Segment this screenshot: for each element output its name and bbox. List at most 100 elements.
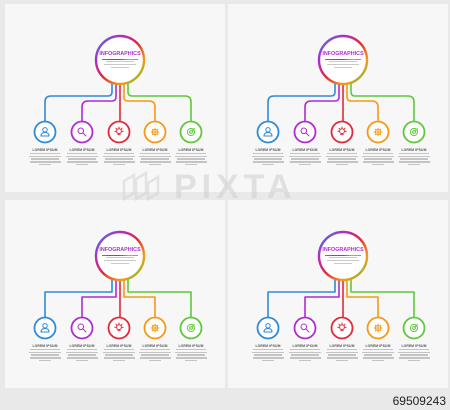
connector-line: [44, 83, 113, 123]
item-title: LOREM IPSUM: [178, 343, 204, 348]
center-color-bar: [102, 254, 138, 257]
item-text-line: [289, 357, 321, 359]
item-title: LOREM IPSUM: [292, 343, 318, 348]
item-text-line: [30, 152, 60, 155]
item-text-line: [185, 164, 197, 166]
item-text-line: [104, 152, 134, 155]
item-text-line: [139, 161, 171, 163]
connector-line: [123, 279, 156, 319]
item-title: LOREM IPSUM: [142, 343, 168, 348]
connector-line: [304, 279, 340, 319]
connector-line: [44, 279, 113, 319]
item-text-line: [408, 360, 420, 362]
center-text-line: [329, 257, 357, 259]
item-text-line: [399, 348, 429, 351]
item-text-line: [326, 357, 358, 359]
connector-line: [81, 279, 117, 319]
item-text-line: [326, 161, 358, 163]
item-text-line: [254, 158, 282, 160]
item-text-line: [104, 348, 134, 351]
item-text-line: [67, 152, 97, 155]
item-caption: LOREM IPSUM: [23, 344, 67, 362]
item-text-line: [399, 152, 429, 155]
center-text-line: [104, 260, 136, 262]
item-title: LOREM IPSUM: [106, 343, 132, 348]
item-text-line: [68, 158, 96, 160]
item-text-line: [177, 354, 205, 356]
item-text-line: [253, 348, 283, 351]
item-text-line: [176, 348, 206, 351]
item-caption: LOREM IPSUM: [133, 344, 177, 362]
pixta-logo-icon: [122, 170, 160, 201]
item-title: LOREM IPSUM: [329, 147, 355, 152]
item-text-line: [30, 348, 60, 351]
item-text-line: [398, 155, 430, 158]
item-title: LOREM IPSUM: [365, 343, 391, 348]
connector-line: [267, 83, 336, 123]
target-icon: [402, 316, 426, 340]
center-text-line: [106, 257, 134, 259]
item-text-line: [326, 155, 358, 158]
item-text-line: [362, 357, 394, 359]
item-text-line: [39, 360, 51, 362]
target-icon: [179, 316, 203, 340]
item-text-line: [328, 158, 356, 160]
item-text-line: [66, 357, 98, 359]
item-text-line: [398, 357, 430, 359]
item-text-line: [327, 152, 357, 155]
center-title: INFOGRAPHICS: [322, 51, 364, 57]
center-text-line: [327, 64, 359, 66]
item-text-line: [31, 354, 59, 356]
item-text-line: [113, 360, 125, 362]
item-text-line: [362, 161, 394, 163]
item-text-line: [291, 354, 319, 356]
center-color-bar: [102, 58, 138, 61]
item-title: LOREM IPSUM: [69, 147, 95, 152]
item-text-line: [175, 357, 207, 359]
item-text-line: [175, 161, 207, 163]
center-text-line: [111, 67, 129, 69]
gear-icon: [366, 120, 390, 144]
item-text-line: [139, 351, 171, 354]
target-icon: [402, 120, 426, 144]
item-text-line: [68, 354, 96, 356]
item-text-line: [362, 351, 394, 354]
item-text-line: [141, 158, 169, 160]
item-text-line: [139, 357, 171, 359]
item-caption: LOREM IPSUM: [320, 148, 364, 166]
target-icon: [179, 120, 203, 144]
item-text-line: [372, 164, 384, 166]
search-icon: [293, 120, 317, 144]
item-caption: LOREM IPSUM: [60, 148, 104, 166]
center-text-line: [111, 263, 129, 265]
center-text-line: [334, 67, 352, 69]
search-icon: [293, 316, 317, 340]
gear-icon: [366, 316, 390, 340]
connector-line: [346, 279, 379, 319]
item-text-line: [139, 155, 171, 158]
item-text-line: [299, 164, 311, 166]
image-id: 69509243: [392, 394, 446, 408]
item-text-line: [113, 164, 125, 166]
center-color-bar: [325, 58, 361, 61]
item-text-line: [177, 158, 205, 160]
item-text-line: [185, 360, 197, 362]
item-title: LOREM IPSUM: [329, 343, 355, 348]
item-title: LOREM IPSUM: [106, 147, 132, 152]
item-text-line: [140, 152, 170, 155]
lightbulb-icon: [107, 316, 131, 340]
item-text-line: [175, 351, 207, 354]
user-icon: [256, 316, 280, 340]
item-text-line: [372, 360, 384, 362]
item-text-line: [252, 155, 284, 158]
center-title: INFOGRAPHICS: [99, 247, 141, 253]
lightbulb-icon: [330, 120, 354, 144]
item-title: LOREM IPSUM: [255, 343, 281, 348]
item-text-line: [252, 351, 284, 354]
item-text-line: [176, 152, 206, 155]
center-text-line: [329, 61, 357, 63]
item-text-line: [175, 155, 207, 158]
watermark-text: PIXTA: [174, 168, 297, 206]
